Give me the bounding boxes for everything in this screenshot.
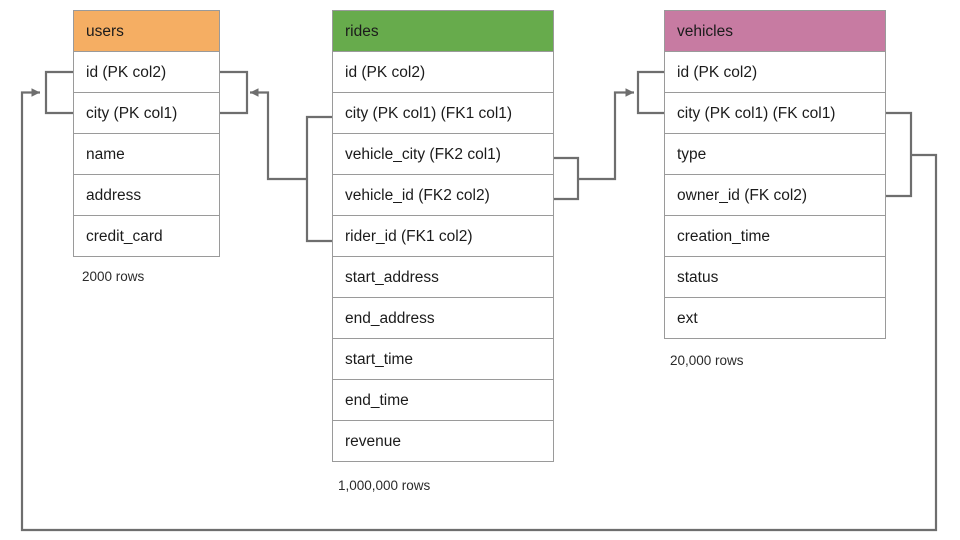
table-row[interactable]: status [665,257,885,298]
table-row[interactable]: id (PK col2) [74,52,219,93]
table-card-rides[interactable]: rides id (PK col2) city (PK col1) (FK1 c… [332,10,554,462]
table-header-rides: rides [333,11,553,52]
table-row[interactable]: vehicle_city (FK2 col1) [333,134,553,175]
table-card-vehicles[interactable]: vehicles id (PK col2) city (PK col1) (FK… [664,10,886,339]
table-row[interactable]: creation_time [665,216,885,257]
table-row[interactable]: end_address [333,298,553,339]
table-row[interactable]: rider_id (FK1 col2) [333,216,553,257]
table-row[interactable]: city (PK col1) (FK1 col1) [333,93,553,134]
table-row[interactable]: id (PK col2) [333,52,553,93]
wire-vehicles-right-bracket [886,111,913,198]
wire-rides-fk1-bracket [305,115,332,243]
table-card-users[interactable]: users id (PK col2) city (PK col1) name a… [73,10,220,257]
table-header-vehicles: vehicles [665,11,885,52]
table-row[interactable]: id (PK col2) [665,52,885,93]
table-header-users: users [74,11,219,52]
wire-users-left-bracket [44,70,73,115]
table-row[interactable]: owner_id (FK col2) [665,175,885,216]
table-row[interactable]: revenue [333,421,553,462]
table-row[interactable]: ext [665,298,885,339]
row-count-users: 2000 rows [82,269,145,284]
table-row[interactable]: vehicle_id (FK2 col2) [333,175,553,216]
row-count-vehicles: 20,000 rows [670,353,744,368]
table-row[interactable]: type [665,134,885,175]
row-count-rides: 1,000,000 rows [338,478,431,493]
table-row[interactable]: city (PK col1) [74,93,219,134]
table-row[interactable]: name [74,134,219,175]
wire-rides-fk1-to-users [250,88,307,181]
table-row[interactable]: city (PK col1) (FK col1) [665,93,885,134]
table-row[interactable]: credit_card [74,216,219,257]
wire-users-right-bracket [220,70,249,115]
wire-rides-fk2-bracket [554,156,580,201]
table-row[interactable]: start_address [333,257,553,298]
wire-rides-fk2-to-vehicles-stem [578,88,634,181]
wire-vehicles-left-bracket [636,70,664,115]
table-row[interactable]: address [74,175,219,216]
table-row[interactable]: start_time [333,339,553,380]
table-row[interactable]: end_time [333,380,553,421]
